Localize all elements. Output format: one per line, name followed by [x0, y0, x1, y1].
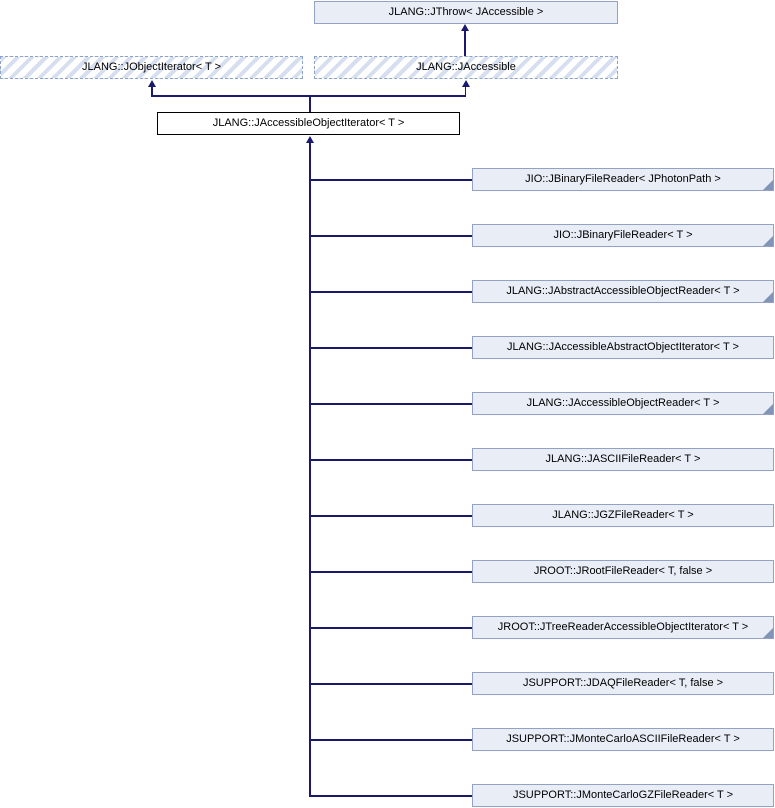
inheritance-edge	[309, 95, 311, 112]
class-node-derived[interactable]: JSUPPORT::JMonteCarloASCIIFileReader< T …	[472, 728, 774, 751]
class-node-jaccessible: JLANG::JAccessible	[314, 56, 618, 79]
inheritance-branch-edge	[309, 571, 472, 573]
inheritance-spine-edge	[309, 141, 311, 797]
class-node-jobjectiterator: JLANG::JObjectIterator< T >	[0, 56, 303, 79]
class-node-derived[interactable]: JSUPPORT::JMonteCarloGZFileReader< T >	[472, 784, 774, 807]
class-node-current: JLANG::JAccessibleObjectIterator< T >	[157, 112, 460, 135]
inheritance-branch-edge	[309, 739, 472, 741]
class-node-derived[interactable]: JIO::JBinaryFileReader< JPhotonPath >	[472, 168, 774, 191]
inheritance-arrow-icon	[461, 24, 469, 31]
inheritance-edge	[464, 30, 466, 56]
inheritance-branch-edge	[309, 795, 472, 797]
class-node-derived[interactable]: JROOT::JRootFileReader< T, false >	[472, 560, 774, 583]
inheritance-branch-edge	[309, 179, 472, 181]
class-node-derived[interactable]: JLANG::JAccessibleObjectReader< T >	[472, 392, 774, 415]
inheritance-edge	[151, 86, 153, 96]
inheritance-branch-edge	[309, 347, 472, 349]
inheritance-branch-edge	[309, 235, 472, 237]
inheritance-branch-edge	[309, 291, 472, 293]
inheritance-branch-edge	[309, 627, 472, 629]
inheritance-edge	[151, 95, 467, 97]
class-node-derived[interactable]: JLANG::JGZFileReader< T >	[472, 504, 774, 527]
class-node-derived[interactable]: JLANG::JAccessibleAbstractObjectIterator…	[472, 336, 774, 359]
inheritance-arrow-icon	[461, 80, 470, 87]
inheritance-branch-edge	[309, 683, 472, 685]
class-node-derived[interactable]: JIO::JBinaryFileReader< T >	[472, 224, 774, 247]
inheritance-arrow-icon	[148, 80, 156, 87]
inheritance-edge	[464, 86, 467, 96]
class-node-derived[interactable]: JLANG::JAbstractAccessibleObjectReader< …	[472, 280, 774, 303]
inheritance-branch-edge	[309, 403, 472, 405]
class-node-jthrow[interactable]: JLANG::JThrow< JAccessible >	[314, 1, 618, 24]
class-node-derived[interactable]: JLANG::JASCIIFileReader< T >	[472, 448, 774, 471]
inheritance-arrow-icon	[306, 136, 314, 143]
class-node-derived[interactable]: JSUPPORT::JDAQFileReader< T, false >	[472, 672, 774, 695]
inheritance-branch-edge	[309, 459, 472, 461]
inheritance-branch-edge	[309, 515, 472, 517]
class-node-derived[interactable]: JROOT::JTreeReaderAccessibleObjectIterat…	[472, 616, 774, 639]
